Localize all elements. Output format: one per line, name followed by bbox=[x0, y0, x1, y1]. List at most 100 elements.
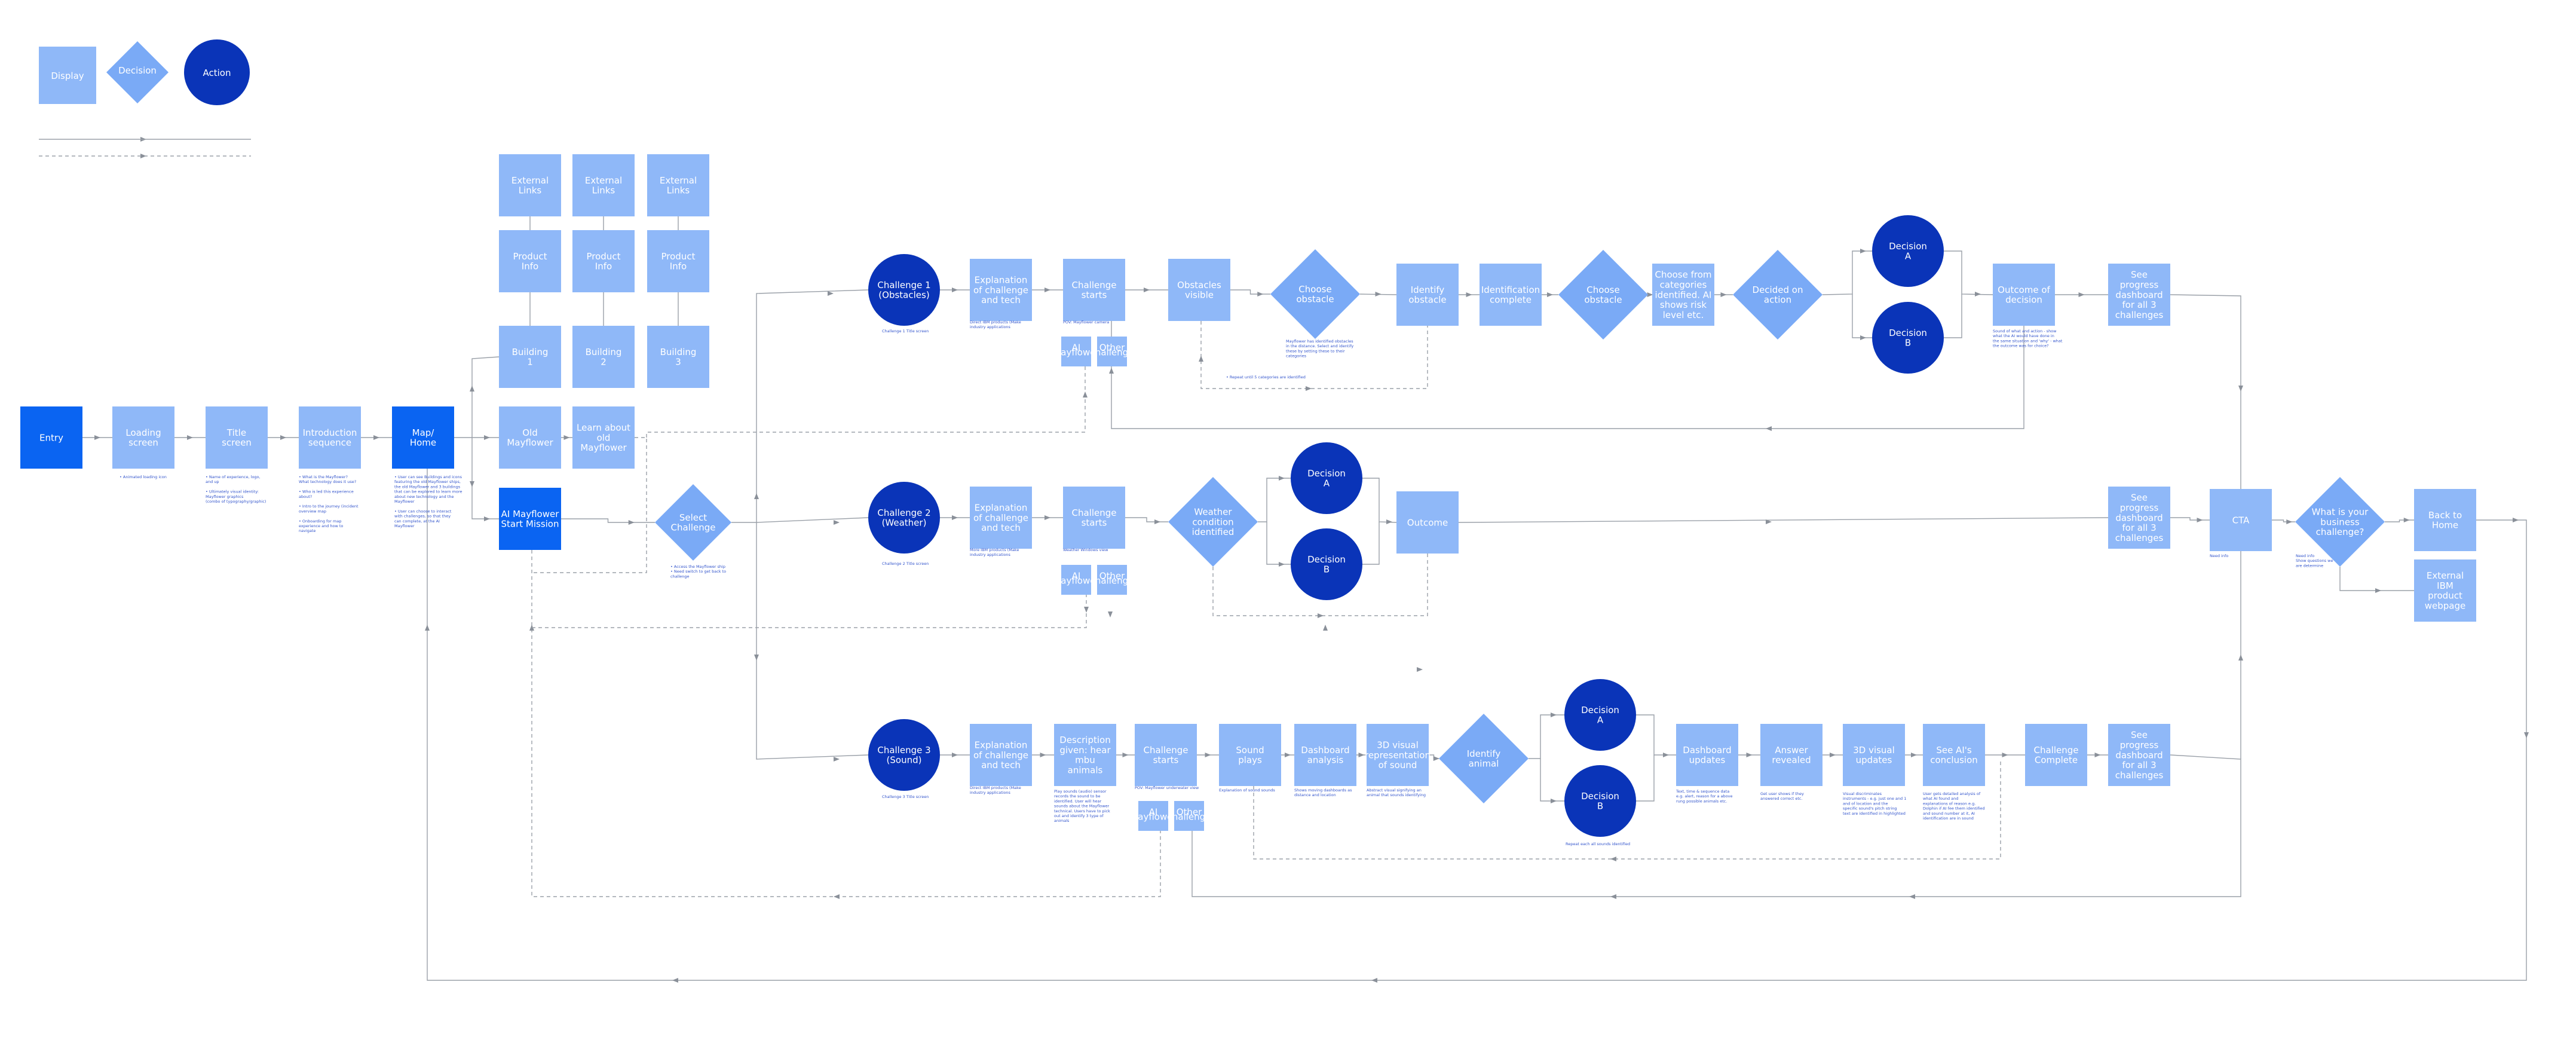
note-n_dash3-line-1: distance and location bbox=[1294, 793, 1336, 797]
node-ext2-label-0: External bbox=[585, 175, 622, 186]
note-n_map-line-0: • User can see Buildings and icons bbox=[394, 475, 462, 479]
connector-arrow bbox=[1746, 753, 1753, 757]
connector-arrow bbox=[1860, 335, 1866, 340]
connector-line-15 bbox=[731, 289, 869, 523]
node-desc3-label-2: mbu bbox=[1075, 755, 1095, 766]
connector-line-38 bbox=[1266, 522, 1291, 565]
node-bld2-label-0: Building bbox=[586, 347, 622, 357]
note-n_select-line-1: • Need switch to get back to bbox=[670, 569, 726, 574]
note-n_outdec-line-2: the same situation and 'why' - what bbox=[1993, 338, 2063, 343]
node-cs2-label-0: Challenge bbox=[1072, 507, 1117, 518]
node-prog2-label-4: challenges bbox=[2115, 533, 2164, 543]
note-n_map-line-8: with challenges, so that they bbox=[394, 514, 451, 519]
note-n_intro-line-1: What technology does it use? bbox=[299, 479, 356, 484]
node-prog2-label-3: for all 3 bbox=[2122, 522, 2156, 533]
connector-arrow bbox=[94, 435, 100, 440]
connector-line-28 bbox=[1852, 294, 1872, 338]
node-ch2: Challenge 2(Weather) bbox=[868, 482, 940, 554]
note-n_intro-line-3: • Who is led this experience bbox=[299, 490, 354, 494]
connector-arrow bbox=[373, 435, 379, 440]
node-answer-label-0: Answer bbox=[1775, 745, 1808, 756]
note-n_cs2: Weather Windows view bbox=[1063, 548, 1108, 552]
node-vis3-label-0: 3D visual bbox=[1377, 739, 1419, 750]
connector-arrow bbox=[628, 520, 635, 525]
connector-arrow bbox=[1154, 519, 1160, 524]
node-select-label-0: Select bbox=[679, 512, 707, 523]
note-n_intro-line-10: experience and how to bbox=[299, 524, 343, 528]
node-ext3-label-0: External bbox=[660, 175, 697, 186]
node-entry: Entry bbox=[20, 406, 82, 469]
node-ch1-label-1: (Obstacles) bbox=[878, 290, 929, 301]
connector-arrow bbox=[1647, 292, 1653, 297]
connector-arrow bbox=[672, 978, 678, 983]
note-n_vis3upd-line-1: instruments - e.g. just one and 1 bbox=[1843, 796, 1906, 801]
connector-line-4 bbox=[454, 356, 500, 438]
node-ch2-label-1: (Weather) bbox=[882, 518, 927, 528]
node-prog3-label-4: challenges bbox=[2115, 770, 2164, 781]
node-choosecat-label-4: level etc. bbox=[1663, 310, 1704, 320]
note-n_loading-line-0: • Animated loading icon bbox=[120, 475, 167, 479]
connector-arrow bbox=[1663, 753, 1669, 757]
node-cs3-label-0: Challenge bbox=[1144, 745, 1189, 756]
node-chooseobs2-label-1: obstacle bbox=[1584, 295, 1622, 305]
connector-arrow bbox=[1045, 288, 1050, 292]
note-n_bizq-line-0: Need info bbox=[2296, 554, 2314, 558]
note-n_exp2-line-0: More IBM products (Make bbox=[970, 548, 1019, 552]
connector-line-69 bbox=[532, 595, 1087, 628]
node-outdec-label-1: decision bbox=[2005, 295, 2042, 305]
legend-decision: Decision bbox=[106, 41, 169, 103]
connector-arrow bbox=[1323, 625, 1328, 631]
note-n_intro-line-7: overview map bbox=[299, 509, 326, 513]
node-select-label-1: Challenge bbox=[671, 522, 716, 533]
connector-arrow bbox=[1375, 292, 1382, 296]
note-n_exp1-line-0: Direct IBM products (Make bbox=[970, 320, 1021, 325]
node-weather-label-1: condition bbox=[1192, 516, 1233, 527]
node-dashupd-label-0: Dashboard bbox=[1683, 745, 1731, 756]
node-loading-label-0: Loading bbox=[125, 427, 161, 438]
note-n_aiconc-line-3: Dolphin if AI fee them identified bbox=[1923, 806, 1985, 811]
note-n_outdec-line-3: the outcome was for choice? bbox=[1993, 344, 2049, 348]
connector-line-16 bbox=[756, 517, 869, 523]
node-dec1a-label-0: Decision bbox=[1889, 241, 1927, 252]
node-desc3-label-0: Description bbox=[1059, 735, 1110, 745]
node-bld1-label-1: 1 bbox=[527, 357, 533, 368]
connector-line-36 bbox=[1125, 517, 1168, 522]
connector-arrow bbox=[1358, 753, 1365, 757]
note-n_chooseobs-line-3: categories bbox=[1286, 354, 1307, 359]
connector-arrow bbox=[1830, 753, 1836, 757]
node-entry-label-0: Entry bbox=[39, 432, 63, 443]
note-n_ch1: Challenge 1 Title screen bbox=[882, 329, 929, 334]
node-oldmay-label-0: Old bbox=[522, 427, 538, 438]
connector-line-32 bbox=[1111, 321, 2024, 429]
connector-arrow bbox=[1551, 799, 1557, 803]
node-sub3a-label-0: AI bbox=[1149, 807, 1158, 818]
node-chcomp-label-0: Challenge bbox=[2034, 745, 2079, 756]
note-n_select-line-2: challenge bbox=[670, 574, 690, 579]
note-n_obsnote: • Repeat until 5 categories are identifi… bbox=[1226, 375, 1306, 380]
note-n_desc3-line-0: Play sounds (audio) sensor bbox=[1054, 789, 1107, 794]
node-dec1b-label-0: Decision bbox=[1889, 328, 1927, 338]
node-decidedact-label-0: Decided on bbox=[1753, 285, 1803, 295]
note-n_ch1-line-0: Challenge 1 Title screen bbox=[882, 329, 929, 334]
connector-arrow bbox=[1371, 978, 1377, 983]
node-bizq-label-2: challenge? bbox=[2316, 527, 2364, 537]
note-n_cs1: POV: Mayflower camera bbox=[1063, 320, 1109, 325]
legend-display: Display bbox=[39, 47, 96, 104]
node-sub3a-label-1: Mayflower bbox=[1130, 811, 1177, 822]
note-n_chooseobs-line-1: in the distance. Select and identify bbox=[1286, 344, 1353, 348]
notes: • Animated loading icon• Name of experie… bbox=[120, 320, 2333, 846]
